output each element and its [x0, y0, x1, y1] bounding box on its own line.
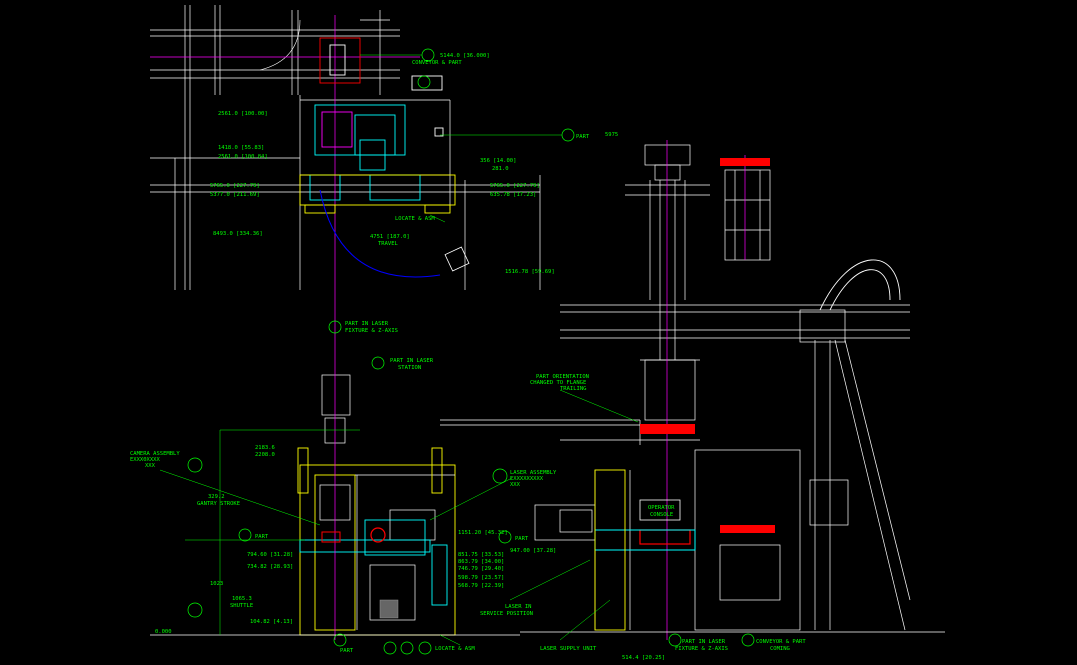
label-part-orientation-1: PART ORIENTATION — [536, 374, 589, 380]
right-fixture-red — [720, 525, 775, 533]
label-conveyor-coming-1: CONVEYOR & PART — [756, 639, 806, 645]
right-fixture-body — [719, 544, 781, 601]
top-fixture-red — [720, 158, 770, 166]
laser-head-red — [370, 527, 386, 543]
dim-bottom-left: 104.82 [4.13] — [250, 619, 293, 625]
label-gantry-stroke: GANTRY STROKE — [197, 501, 240, 507]
dim-right-4: 635.78 [17.23] — [490, 192, 536, 198]
label-shuttle: SHUTTLE — [230, 603, 253, 609]
dim-left-3: 2561.0 [100.84] — [218, 154, 268, 160]
dim-far-right: 1516.78 [59.69] — [505, 269, 555, 275]
dim-right-3: 5765.0 [227.79] — [490, 183, 540, 189]
label-camera-asm-3: XXX — [145, 463, 156, 469]
label-locate-asm-top: LOCATE & ASM — [395, 216, 435, 222]
dim-gantry: 329.2 — [208, 494, 225, 500]
label-part-station: PART — [576, 134, 590, 140]
dim-1151: 1151.20 [45.32] — [458, 530, 508, 536]
label-conveyor-coming-2: COMING — [770, 646, 790, 652]
label-conveyor-part: CONVEYOR & PART — [412, 60, 462, 66]
dim-right-1: 356 [14.00] — [480, 158, 516, 164]
dim-left-5: 5377.0 [211.69] — [210, 192, 260, 198]
label-operator-console-1: OPERATOR — [648, 505, 675, 511]
label-part-laser-fixture-2: FIXTURE & Z-AXIS — [345, 328, 398, 334]
label-laser-service-1: LASER IN — [505, 604, 532, 610]
label-part-mid: PART — [255, 534, 269, 540]
travel-arc — [319, 189, 441, 278]
console-guard — [594, 469, 626, 631]
dim-left-1: 2561.0 [100.00] — [218, 111, 268, 117]
label-part-laser-station-1: PART IN LASER — [390, 358, 434, 364]
camera-red — [321, 531, 341, 543]
label-camera-asm-1: CAMERA ASSEMBLY — [130, 451, 180, 457]
dim-1023: 1023 — [210, 581, 223, 587]
label-operator-console-2: CONSOLE — [650, 512, 673, 518]
plan-robot-cell — [299, 37, 456, 214]
label-part-laser-bottom-1: PART IN LASER — [682, 639, 726, 645]
label-travel: TRAVEL — [378, 241, 399, 247]
label-locate-asm-bottom: LOCATE & ASM — [435, 646, 475, 652]
dim-2183: 2183.6 — [255, 445, 275, 451]
dim-left-2: 1418.0 [55.83] — [218, 145, 264, 151]
dim-746: 746.79 [29.40] — [458, 566, 504, 572]
label-laser-supply: LASER SUPPLY UNIT — [540, 646, 597, 652]
dim-left-6: 8493.0 [334.36] — [213, 231, 263, 237]
label-part-bottom: PART — [340, 648, 354, 654]
dim-568: 568.79 [22.39] — [458, 583, 504, 589]
dim-conveyor: 5144.0 [36.000] — [440, 53, 490, 59]
dim-part-station: 5975 — [605, 132, 618, 138]
dim-zero: 0.000 — [155, 629, 172, 635]
gantry-gripper-red — [640, 424, 695, 434]
dim-2209: 2208.0 — [255, 452, 275, 458]
dim-bottom-mid: 514.4 [20.25] — [622, 655, 665, 661]
leader-lines — [159, 54, 639, 646]
dim-shuttle: 1065.3 — [232, 596, 252, 602]
label-part-orientation-3: TRAILING — [560, 386, 587, 392]
label-part-laser-station-2: STATION — [398, 365, 421, 371]
dim-863: 863.79 [34.00] — [458, 559, 504, 565]
label-part-laser-fixture-1: PART IN LASER — [345, 321, 389, 327]
label-part-laser-bottom-2: FIXTURE & Z-AXIS — [675, 646, 728, 652]
dim-right-2: 281.0 — [492, 166, 509, 172]
cable-loop-inner — [829, 269, 891, 311]
dim-794: 794.60 [31.28] — [247, 552, 293, 558]
label-laser-asm-3: XXX — [510, 482, 521, 488]
label-laser-asm-1: LASER ASSEMBLY — [510, 470, 557, 476]
plan-arc — [259, 19, 301, 71]
dim-734: 734.82 [28.93] — [247, 564, 293, 570]
plan-laser-head — [444, 246, 470, 272]
dim-947: 947.00 [37.28] — [510, 548, 556, 554]
label-laser-service-2: SERVICE POSITION — [480, 611, 533, 617]
label-camera-asm-2: EXXX0XXXX — [130, 457, 160, 463]
dim-left-4: 5765.0 [227.79] — [210, 183, 260, 189]
label-part-orientation-2: CHANGED TO FLANGE — [530, 380, 586, 386]
label-laser-asm-2: EXXXXXXXXX — [510, 476, 544, 482]
operator-console-box — [639, 499, 681, 521]
dim-travel: 4751 [187.0] — [370, 234, 410, 240]
gantry-elevation — [440, 144, 911, 631]
dim-851: 851.75 [33.53] — [458, 552, 504, 558]
label-part-right: PART — [515, 536, 529, 542]
cable-loop-outer — [819, 259, 901, 311]
dim-598: 598.79 [23.57] — [458, 575, 504, 581]
